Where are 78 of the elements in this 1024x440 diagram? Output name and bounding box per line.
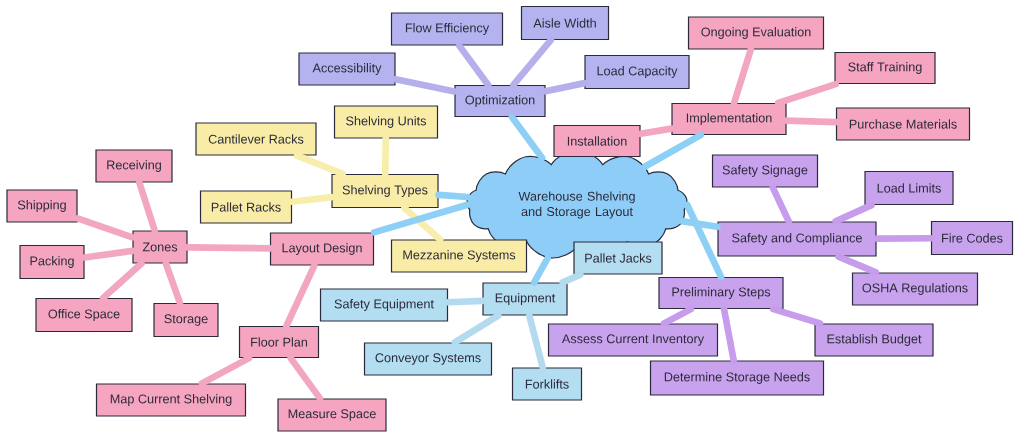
subtopic-box: Receiving	[95, 149, 173, 183]
subtopic-box: Installation	[553, 124, 641, 158]
branch-line	[293, 152, 346, 178]
branch-line	[730, 46, 755, 107]
branch-line	[381, 135, 390, 178]
topic-box: Floor Plan	[238, 325, 320, 359]
branch-line	[720, 305, 738, 364]
subtopic-box: Load Limits	[864, 170, 954, 206]
subtopic-box: Flow Efficiency	[390, 12, 504, 46]
branch-line	[835, 253, 880, 276]
subtopic-box: Load Capacity	[584, 54, 690, 90]
branch-line	[444, 297, 486, 306]
subtopic-box: Storage	[153, 302, 219, 338]
subtopic-box: Measure Space	[277, 398, 387, 432]
subtopic-box: Safety Equipment	[319, 288, 449, 322]
branch-line	[435, 191, 471, 201]
topic-box: Optimization	[454, 84, 546, 118]
subtopic-box: Pallet Racks	[199, 190, 293, 224]
topic-box: Shelving Types	[331, 173, 439, 209]
branch-line	[679, 218, 721, 231]
branch-line	[81, 247, 136, 261]
branch-line	[74, 215, 136, 241]
topic-box: Equipment	[482, 282, 568, 316]
subtopic-box: Mezzanine Systems	[390, 239, 528, 273]
subtopic-box: Accessibility	[298, 52, 396, 86]
subtopic-box: Map Current Shelving	[95, 383, 247, 417]
branch-line	[392, 75, 458, 95]
branch-line	[99, 260, 145, 302]
subtopic-box: Shelving Units	[333, 105, 439, 139]
topic-box: Preliminary Steps	[658, 276, 784, 310]
branch-line	[683, 201, 725, 281]
subtopic-box: Staff Training	[834, 51, 936, 85]
topic-box: Implementation	[671, 102, 787, 136]
subtopic-box: Determine Storage Needs	[649, 360, 825, 396]
branch-line	[559, 271, 584, 286]
topic-box: Zones	[132, 230, 188, 264]
branch-line	[873, 234, 935, 242]
subtopic-box: Shipping	[6, 189, 78, 223]
branch-line	[401, 204, 444, 243]
branch-line	[783, 117, 840, 126]
subtopic-box: Aisle Width	[520, 5, 610, 41]
subtopic-box: Forklifts	[511, 367, 583, 401]
branch-line	[287, 354, 324, 402]
subtopic-box: Fire Codes	[930, 220, 1014, 256]
branch-line	[198, 354, 253, 387]
branch-line	[660, 305, 695, 327]
subtopic-box: Ongoing Evaluation	[687, 16, 825, 50]
subtopic-box: Conveyor Systems	[363, 342, 493, 376]
branch-line	[641, 131, 704, 170]
branch-line	[770, 305, 824, 327]
branch-line	[508, 113, 546, 162]
branch-line	[525, 312, 547, 371]
subtopic-box: Establish Budget	[814, 323, 934, 357]
subtopic-box: Assess Current Inventory	[547, 323, 719, 357]
branch-line	[510, 36, 555, 89]
branch-line	[530, 254, 551, 286]
topic-box: Safety and Compliance	[717, 221, 877, 257]
branch-line	[774, 80, 840, 107]
branch-line	[832, 201, 875, 225]
branch-line	[283, 262, 318, 330]
branch-line	[451, 312, 502, 346]
subtopic-box: Packing	[19, 244, 85, 280]
topic-box: Layout Design	[269, 232, 375, 266]
branch-line	[769, 184, 793, 225]
subtopic-box: Pallet Jacks	[573, 241, 663, 275]
branch-line	[637, 125, 675, 138]
subtopic-box: Office Space	[35, 297, 133, 333]
branch-line	[288, 193, 335, 206]
branch-line	[184, 244, 274, 252]
branch-line	[136, 179, 158, 234]
branch-line	[370, 201, 471, 236]
branch-line	[162, 260, 184, 307]
subtopic-box: Cantilever Racks	[195, 122, 317, 156]
subtopic-box: Purchase Materials	[835, 107, 971, 141]
branch-line	[542, 79, 588, 95]
subtopic-box: OSHA Regulations	[851, 272, 979, 306]
branch-line	[455, 42, 492, 89]
subtopic-box: Safety Signage	[711, 154, 819, 188]
